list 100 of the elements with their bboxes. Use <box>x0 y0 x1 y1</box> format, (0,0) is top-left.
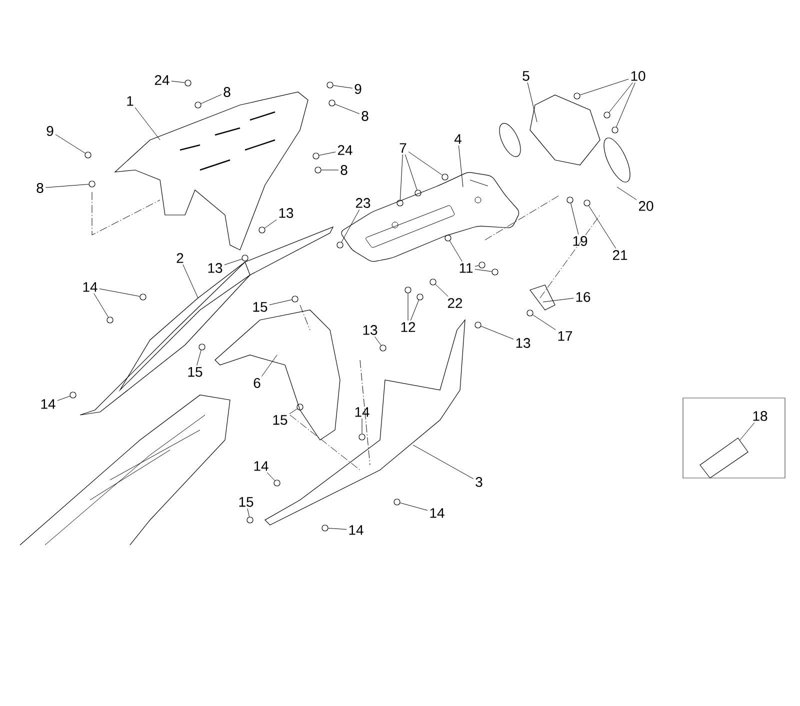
callout-number: 8 <box>36 183 44 193</box>
leader-line <box>328 528 347 530</box>
fastener <box>414 190 422 196</box>
leader-line <box>616 82 636 128</box>
fastener <box>478 262 486 268</box>
fastener <box>612 126 618 134</box>
fastener <box>140 294 146 300</box>
leader-line <box>404 154 418 190</box>
leader-line <box>55 134 86 154</box>
fastener <box>584 200 590 206</box>
callout-number: 18 <box>753 411 768 421</box>
fastener <box>358 434 366 440</box>
leader-line <box>474 268 492 272</box>
callout-number: 16 <box>576 292 590 302</box>
leader-line <box>269 299 292 306</box>
fastener <box>430 278 436 286</box>
fastener <box>258 226 266 234</box>
callout-number: 14 <box>355 407 370 417</box>
callout-number: 5 <box>522 71 530 81</box>
callout-number: 13 <box>516 338 530 348</box>
fastener <box>246 516 254 524</box>
callout-number: 7 <box>400 143 406 153</box>
fastener <box>326 82 334 88</box>
callout-number: 4 <box>454 134 462 144</box>
leader-line <box>532 314 556 330</box>
fastener <box>70 392 76 398</box>
fastener <box>88 180 96 188</box>
callout-number: 8 <box>224 87 230 97</box>
callout-number: 13 <box>363 325 378 335</box>
fastener <box>574 92 580 100</box>
leader-line <box>542 298 574 302</box>
callout-number: 24 <box>338 145 352 155</box>
leader-line <box>182 264 198 298</box>
fastener <box>242 254 248 262</box>
leader-line <box>318 152 336 156</box>
leader-line <box>410 300 420 321</box>
fastener <box>474 322 482 328</box>
callout-number: 13 <box>208 263 222 273</box>
leader-line <box>171 80 185 83</box>
callout-number: 21 <box>612 250 628 260</box>
fastener <box>442 174 448 180</box>
leader-line <box>262 354 278 377</box>
leader-line <box>264 219 277 228</box>
leader-line <box>408 152 443 176</box>
leader-line <box>400 502 428 511</box>
fastener <box>292 296 298 302</box>
callout-number: 12 <box>401 322 416 332</box>
callout-number: 9 <box>354 84 362 94</box>
fastener <box>404 286 412 294</box>
leader-line <box>196 350 202 366</box>
fastener <box>322 524 328 532</box>
fastener <box>444 234 452 242</box>
callout-number: 1 <box>127 96 134 106</box>
leader-line <box>134 107 160 140</box>
callout-number: 20 <box>638 201 654 211</box>
callout-number: 8 <box>340 165 348 175</box>
leader-line <box>200 94 222 104</box>
leader-line <box>580 78 629 96</box>
callout-number: 6 <box>254 378 260 388</box>
fastener <box>194 102 202 108</box>
leader-line <box>588 206 616 249</box>
leader-line <box>57 396 70 401</box>
fastener <box>566 196 574 204</box>
fastener <box>416 294 424 300</box>
leader-line <box>474 265 479 267</box>
callout-number: 14 <box>430 508 444 518</box>
callout-number: 14 <box>41 399 56 409</box>
leader-line <box>608 82 633 113</box>
fastener <box>380 344 386 352</box>
leader-line <box>266 472 275 481</box>
callout-number: 3 <box>476 477 482 487</box>
fastener <box>84 152 92 158</box>
leader-line <box>94 293 109 318</box>
leader-line <box>740 422 755 440</box>
leader-line <box>374 336 382 346</box>
callout-number: 11 <box>460 263 473 273</box>
fastener <box>106 316 114 324</box>
leader-line <box>333 85 353 88</box>
callout-number: 22 <box>448 298 462 308</box>
leader-line <box>616 186 637 200</box>
fastener <box>274 480 280 486</box>
fastener <box>312 152 320 160</box>
leader-line <box>435 284 448 297</box>
fastener <box>526 310 534 316</box>
leader-line <box>45 184 89 188</box>
callout-number: 8 <box>362 111 368 121</box>
leader-line <box>289 408 298 414</box>
leader-line <box>449 240 462 262</box>
fastener <box>184 80 192 86</box>
leader-line <box>99 288 140 297</box>
fastener <box>336 242 344 248</box>
fastener <box>394 498 400 506</box>
callout-number: 23 <box>356 198 370 208</box>
callout-number: 15 <box>188 367 202 377</box>
fastener <box>604 112 610 118</box>
leader-line <box>334 104 360 114</box>
callout-number: 15 <box>253 302 268 312</box>
callout-number: 15 <box>239 497 254 507</box>
leader-line <box>458 145 464 188</box>
callout-number: 14 <box>254 461 268 471</box>
